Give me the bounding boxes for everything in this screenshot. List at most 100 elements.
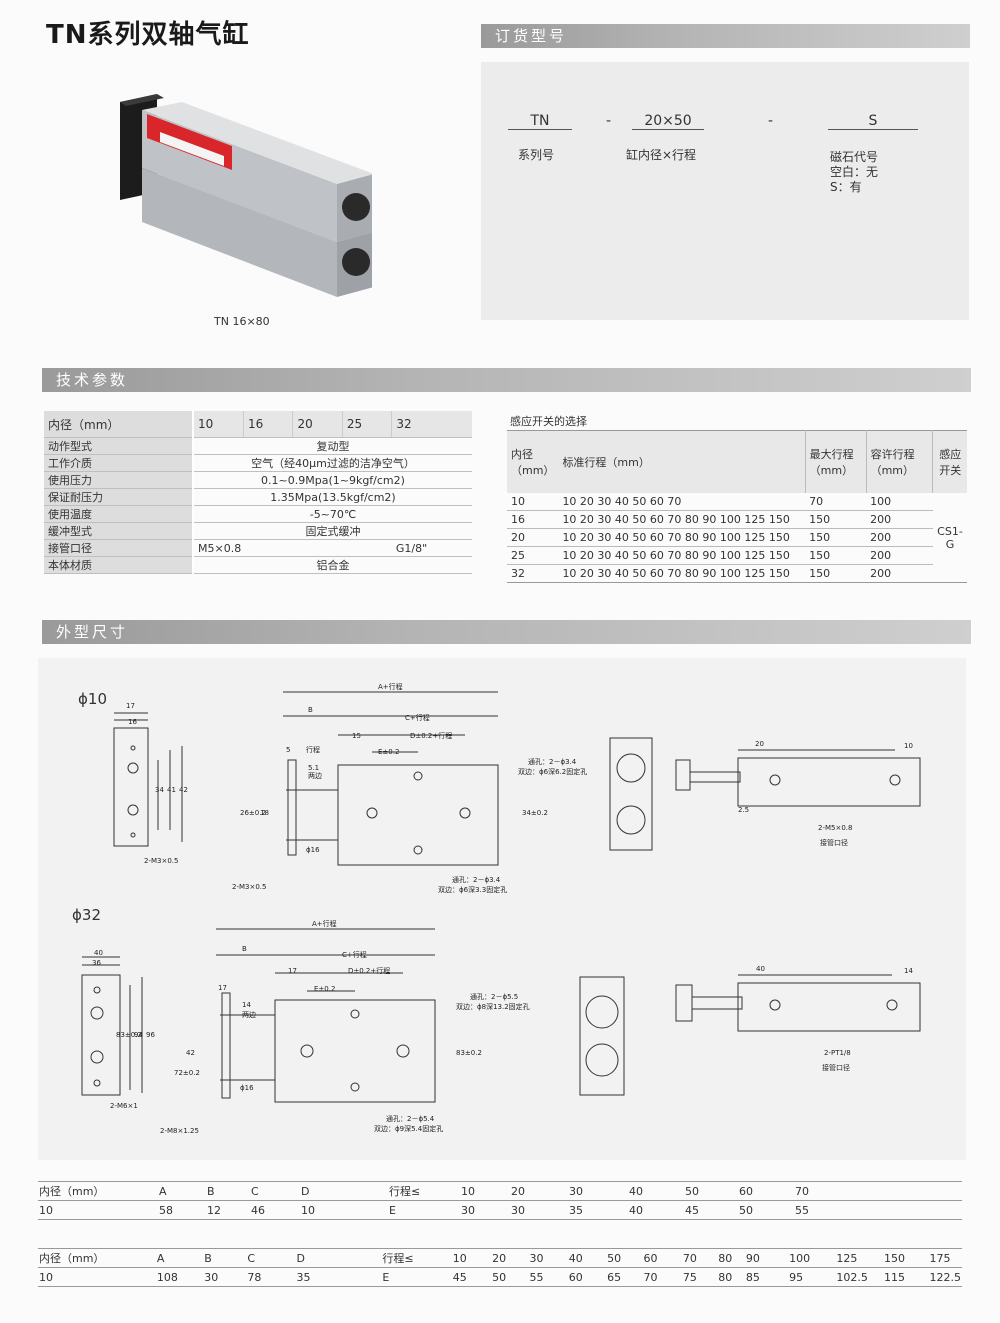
desc-magnet-title: 磁石代号 (830, 150, 879, 164)
d32-s14: 14 (904, 967, 913, 975)
t10-head: D (301, 1184, 310, 1198)
sw-bore: 16 (507, 510, 559, 529)
sw-std: 10 20 30 40 50 60 70 80 90 100 125 150 (558, 546, 806, 565)
d10-m3b: 2-M3×0.5 (232, 883, 266, 891)
t10-head: 30 (569, 1184, 583, 1198)
row-value: 复动型 (193, 437, 472, 455)
t10-cell: 10 (39, 1203, 53, 1217)
sw-std: 10 20 30 40 50 60 70 80 90 100 125 150 (562, 567, 790, 580)
t32-head: D (296, 1251, 305, 1265)
t32-head: 60 (643, 1251, 658, 1265)
t32-head: 40 (568, 1251, 583, 1265)
d10-portlabel: 接管口径 (820, 838, 848, 847)
t32-head: C (247, 1251, 256, 1265)
d32-through2: 通孔：2－ϕ5.4 (386, 1114, 435, 1123)
t32-head: 20 (492, 1251, 507, 1265)
t32-head: 100 (789, 1251, 811, 1265)
row-value: -5~70℃ (193, 505, 472, 523)
d10-h34: 34 (155, 786, 164, 794)
d32-h94: 94 (134, 1031, 143, 1039)
row-label: 本体材质 (44, 556, 194, 574)
d32-cbore1: 双边：ϕ8深13.2固定孔 (456, 1002, 530, 1011)
t32-head: 30 (529, 1251, 544, 1265)
t10-cell: 30 (461, 1203, 475, 1217)
sw-std: 10 20 30 40 50 60 70 80 90 100 125 150 (558, 510, 806, 529)
t10-head: C (251, 1184, 259, 1198)
t32-cell: 60 (568, 1270, 583, 1284)
d10-e: E±0.2 (378, 748, 399, 756)
code-series: TN (508, 113, 572, 130)
d10-s10: 10 (904, 742, 913, 750)
desc-magnet-s: S：有 (830, 180, 862, 194)
t32-head: 70 (682, 1251, 697, 1265)
d10-51: 5.1 (308, 764, 319, 772)
head-std: 标准行程（mm） (558, 430, 806, 493)
d32-a: A+行程 (312, 919, 337, 928)
d10-h26: 26±0.2 (240, 809, 266, 817)
t32-cell: 30 (204, 1270, 219, 1284)
d10-cbore1: 双边：ϕ6深6.2固定孔 (518, 767, 587, 776)
row-value: 铝合金 (193, 556, 472, 574)
phi32-label: ϕ32 (72, 906, 101, 924)
sw-max: 150 (805, 510, 867, 529)
d32-h42: 42 (186, 1049, 195, 1057)
t10-cell: 35 (569, 1203, 583, 1217)
head-max: 最大行程（mm） (805, 430, 867, 493)
t10-cell: 10 (301, 1203, 315, 1217)
t10-cell: 50 (739, 1203, 753, 1217)
sw-max: 70 (805, 493, 867, 511)
sw-bore: 20 (507, 528, 559, 547)
d10-h18: 18 (260, 809, 269, 817)
d10-h42: 42 (179, 786, 188, 794)
row-label: 使用压力 (44, 471, 194, 489)
page-title: TN系列双轴气缸 (46, 20, 250, 50)
d10-phi16: ϕ16 (306, 846, 320, 854)
desc-bore: 缸内径×行程 (626, 148, 697, 162)
order-code-panel (481, 62, 969, 320)
t32-head: B (204, 1251, 212, 1265)
t32-cell: 75 (682, 1270, 697, 1284)
t32-cell: 10 (39, 1270, 53, 1284)
phi10-drawing: 17 16 34 41 42 2-M3×0.5 2-M3×0.5 A+行程 B … (113, 682, 921, 894)
d32-w36: 36 (92, 959, 101, 967)
sw-std: 10 20 30 40 50 60 70 (558, 493, 806, 511)
row-value-2: G1/8" (391, 539, 472, 557)
row-value: 0.1~0.9Mpa(1~9kgf/cm2) (193, 471, 472, 489)
t32-cell: 115 (884, 1270, 905, 1284)
t10-cell: E (389, 1203, 396, 1217)
switch-table: 内径（mm） 标准行程（mm） 最大行程（mm） 容许行程（mm） 感应开关 1… (507, 430, 967, 583)
sw-allow: 100 (866, 493, 933, 511)
bore-label: 内径（mm） (44, 411, 194, 438)
d32-twoside: 两边 (242, 1010, 256, 1019)
t10-cell: 40 (629, 1203, 643, 1217)
t32-cell: 122.5 (929, 1270, 962, 1284)
d10-15: 15 (352, 732, 361, 740)
t10-head: 10 (461, 1184, 475, 1198)
t32-cell: 108 (156, 1270, 178, 1284)
d32-portlabel: 接管口径 (822, 1063, 850, 1072)
dims-panel (38, 658, 966, 1160)
switch-model: CS1-G (937, 524, 963, 551)
d32-h72: 72±0.2 (174, 1069, 200, 1077)
d32-m8: 2-M8×1.25 (160, 1127, 199, 1135)
d32-cbore2: 双边：ϕ9深5.4固定孔 (374, 1124, 443, 1133)
code-bore: 20×50 (632, 113, 704, 130)
d10-port: 2-M5×0.8 (818, 824, 852, 832)
t32-cell: 85 (745, 1270, 760, 1284)
t32-head: 125 (836, 1251, 858, 1265)
product-image (112, 92, 374, 302)
d10-twoside: 两边 (308, 771, 322, 780)
d10-s25: 2.5 (738, 806, 749, 814)
t32-head: 内径（mm） (39, 1252, 105, 1265)
d32-h96: 96 (146, 1031, 155, 1039)
t32-head: 80 (718, 1251, 733, 1265)
phi10-label: ϕ10 (78, 690, 107, 708)
t32-cell: 78 (247, 1270, 262, 1284)
d10-through2: 通孔：2－ϕ3.4 (452, 875, 501, 884)
bore-16: 16 (243, 411, 294, 438)
d32-14: 14 (242, 1001, 251, 1009)
d10-5: 5 (286, 746, 290, 754)
d10-stroke: 行程 (306, 745, 320, 754)
d32-h83: 83±0.2 (116, 1031, 142, 1039)
d32-s40: 40 (756, 965, 765, 973)
